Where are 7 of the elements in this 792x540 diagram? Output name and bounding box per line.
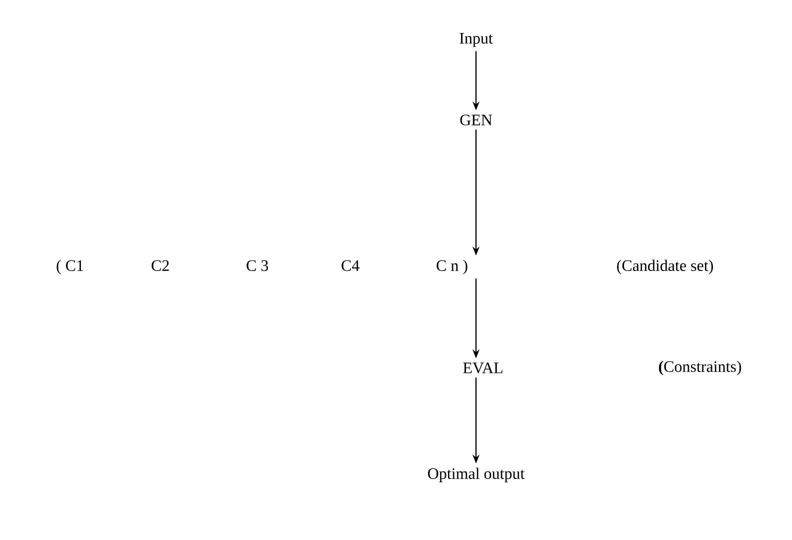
text-label: ( C1 C2 C 3 C4 C n ) <box>56 260 468 274</box>
annotation-text: (Candidate set) <box>617 260 713 274</box>
annotation-text: (Constraints) <box>658 360 742 376</box>
text-label: GEN <box>460 114 492 126</box>
text-label: Input <box>460 33 493 47</box>
text-label: EVAL <box>463 362 502 374</box>
text-label: Optimal output <box>428 468 525 482</box>
